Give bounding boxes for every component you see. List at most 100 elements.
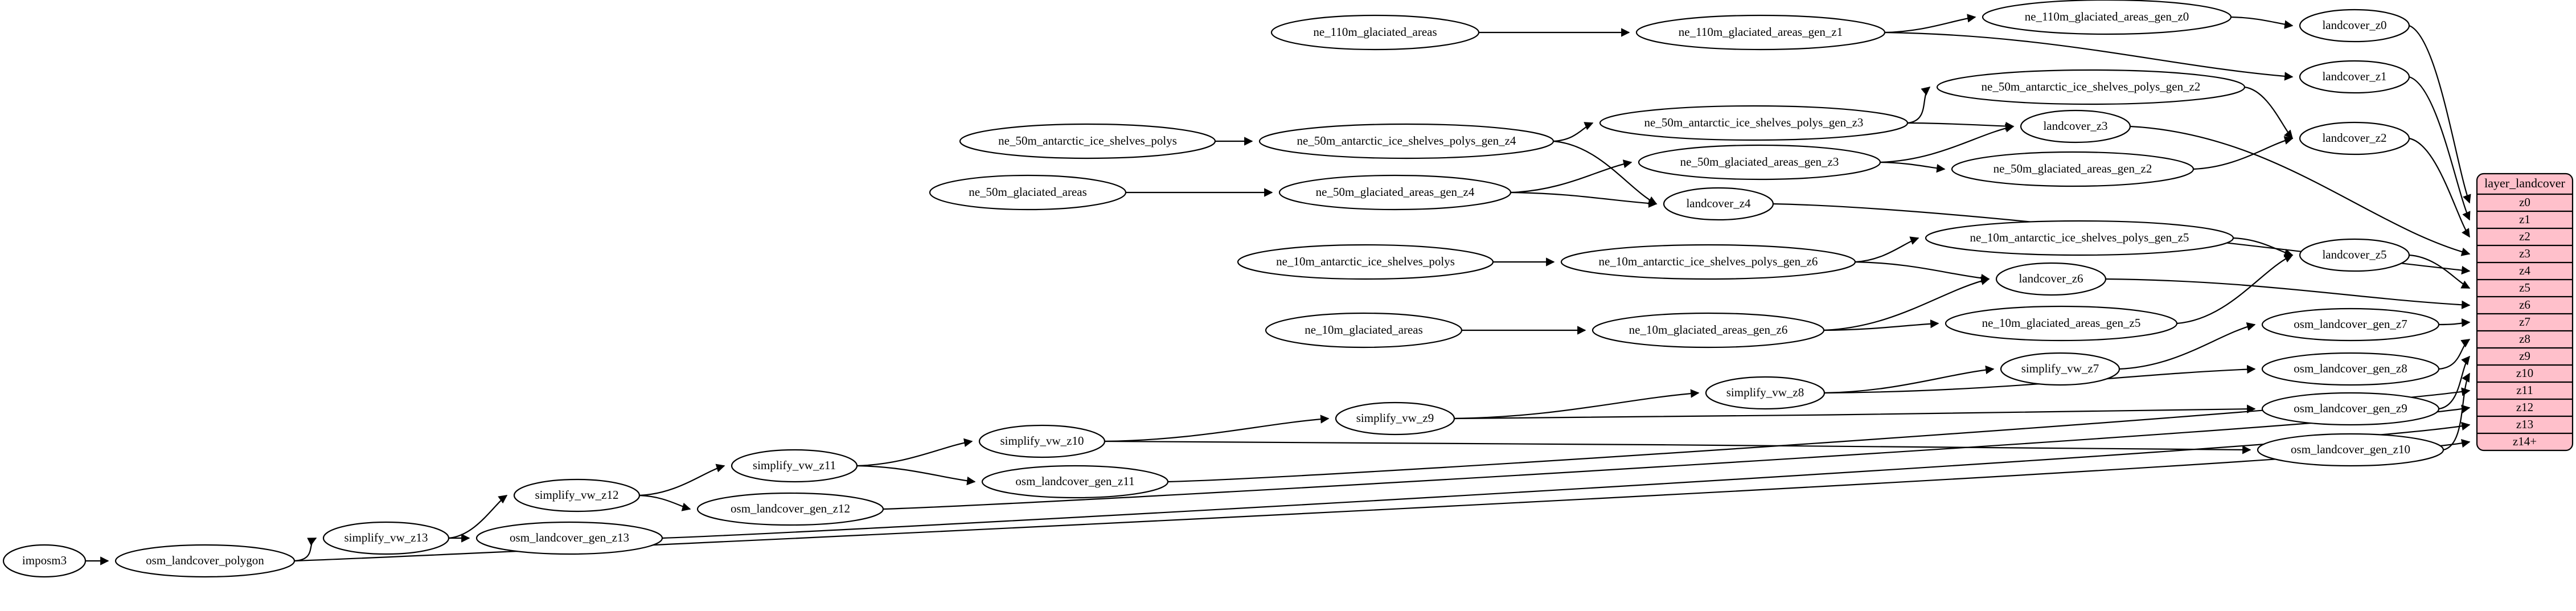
- node-osm_landcover_polygon[interactable]: osm_landcover_polygon: [114, 544, 296, 578]
- record-node-layer-landcover[interactable]: layer_landcover z0 z1 z2 z3 z4 z5 z6 z7 z8 z9 z10 z1…: [2476, 173, 2574, 452]
- node-label: landcover_z5: [2322, 248, 2386, 261]
- record-cell-z11[interactable]: z11: [2516, 383, 2533, 397]
- node-simplify_vw_z8[interactable]: simplify_vw_z8: [1705, 376, 1826, 410]
- record-cell-z4[interactable]: z4: [2519, 264, 2530, 277]
- edge-ne_10m_antarctic_ice_shelves_polys_gen_z5--to--landcover_z5: [2233, 237, 2294, 257]
- node-shape: [959, 123, 1216, 159]
- node-shape: [1335, 401, 1455, 436]
- edge-simplify_vw_z11--to--osm_landcover_gen_z11: [856, 465, 976, 486]
- record-cell-z6[interactable]: z6: [2519, 298, 2530, 311]
- record-cell-z12[interactable]: z12: [2516, 400, 2533, 414]
- edge-landcover_z0--to--layer_landcover_z0: [2409, 24, 2471, 204]
- node-simplify_vw_z13[interactable]: simplify_vw_z13: [322, 521, 450, 555]
- node-landcover_z4[interactable]: landcover_z4: [1663, 187, 1774, 221]
- node-simplify_vw_z10[interactable]: simplify_vw_z10: [978, 424, 1106, 458]
- record-cell-z7[interactable]: z7: [2519, 315, 2530, 329]
- edge-ne_110m_glaciated_areas_gen_z1--to--landcover_z1: [1884, 31, 2294, 81]
- node-imposm3[interactable]: imposm3: [2, 544, 87, 578]
- node-ne_10m_glaciated_areas[interactable]: ne_10m_glaciated_areas: [1265, 312, 1463, 348]
- node-label: osm_landcover_polygon: [146, 553, 264, 567]
- node-shape: [1560, 244, 1856, 280]
- record-node-layer: layer_landcover z0 z1 z2 z3 z4 z5 z6 z7 z8 z9 z10 z1…: [2476, 173, 2574, 452]
- node-ne_10m_glaciated_areas_gen_z6[interactable]: ne_10m_glaciated_areas_gen_z6: [1591, 312, 1825, 348]
- node-simplify_vw_z12[interactable]: simplify_vw_z12: [513, 478, 641, 512]
- node-landcover_z5[interactable]: landcover_z5: [2299, 238, 2410, 272]
- node-ne_50m_glaciated_areas[interactable]: ne_50m_glaciated_areas: [929, 174, 1127, 211]
- node-landcover_z1[interactable]: landcover_z1: [2299, 60, 2410, 94]
- record-cell-z10[interactable]: z10: [2516, 366, 2533, 380]
- edge-simplify_vw_z11--to--simplify_vw_z10: [856, 438, 973, 467]
- node-shape: [2261, 307, 2440, 342]
- node-label: ne_50m_glaciated_areas_gen_z4: [1316, 185, 1475, 199]
- record-title: layer_landcover: [2484, 176, 2565, 190]
- node-ne_110m_glaciated_areas_gen_z1[interactable]: ne_110m_glaciated_areas_gen_z1: [1635, 14, 1886, 51]
- node-ne_50m_glaciated_areas_gen_z3[interactable]: ne_50m_glaciated_areas_gen_z3: [1638, 144, 1881, 181]
- node-label: ne_10m_antarctic_ice_shelves_polys: [1276, 255, 1455, 268]
- node-shape: [322, 521, 450, 555]
- edge-landcover_z3--to--layer_landcover_z3: [2130, 125, 2471, 256]
- edge-ne_50m_antarctic_ice_shelves_polys_gen_z3--to--landcover_z3: [1907, 121, 2015, 131]
- edge-simplify_vw_z9--to--simplify_vw_z8: [1454, 389, 1700, 420]
- node-shape: [1258, 123, 1554, 159]
- node-label: imposm3: [22, 553, 67, 567]
- node-osm_landcover_gen_z8[interactable]: osm_landcover_gen_z8: [2261, 352, 2440, 386]
- node-shape: [978, 424, 1106, 458]
- edge-ne_50m_glaciated_areas_gen_z3--to--ne_50m_glaciated_areas_gen_z2: [1880, 161, 1946, 173]
- record-cell-z9[interactable]: z9: [2519, 349, 2530, 363]
- record-cell-z3[interactable]: z3: [2519, 247, 2530, 260]
- node-osm_landcover_gen_z9[interactable]: osm_landcover_gen_z9: [2261, 392, 2440, 426]
- node-osm_landcover_gen_z10[interactable]: osm_landcover_gen_z10: [2257, 433, 2444, 467]
- record-cell-z2[interactable]: z2: [2519, 229, 2530, 243]
- record-cell-z13[interactable]: z13: [2516, 417, 2533, 431]
- node-osm_landcover_gen_z7[interactable]: osm_landcover_gen_z7: [2261, 307, 2440, 342]
- node-label: ne_10m_antarctic_ice_shelves_polys_gen_z…: [1599, 255, 1818, 268]
- node-osm_landcover_gen_z13[interactable]: osm_landcover_gen_z13: [475, 521, 663, 555]
- node-landcover_z2[interactable]: landcover_z2: [2299, 121, 2410, 155]
- node-ne_110m_glaciated_areas_gen_z0[interactable]: ne_110m_glaciated_areas_gen_z0: [1982, 0, 2232, 35]
- node-ne_50m_glaciated_areas_gen_z4[interactable]: ne_50m_glaciated_areas_gen_z4: [1278, 174, 1512, 211]
- node-shape: [1265, 312, 1463, 348]
- node-label: simplify_vw_z7: [2021, 362, 2099, 375]
- node-osm_landcover_gen_z11[interactable]: osm_landcover_gen_z11: [981, 465, 1169, 499]
- record-cell-z8[interactable]: z8: [2519, 332, 2530, 346]
- node-label: landcover_z3: [2043, 119, 2107, 133]
- node-label: ne_110m_glaciated_areas_gen_z1: [1679, 25, 1843, 39]
- node-landcover_z3[interactable]: landcover_z3: [2020, 109, 2131, 143]
- edge-ne_50m_antarctic_ice_shelves_polys_gen_z4--to--landcover_z4: [1553, 140, 1658, 204]
- node-ne_110m_glaciated_areas[interactable]: ne_110m_glaciated_areas: [1270, 14, 1480, 51]
- record-cell-z0[interactable]: z0: [2519, 195, 2530, 209]
- record-cell-z14plus[interactable]: z14+: [2513, 434, 2537, 448]
- edge-ne_50m_glaciated_areas_gen_z4--to--ne_50m_glaciated_areas_gen_z3: [1510, 159, 1632, 194]
- node-ne_10m_antarctic_ice_shelves_polys_gen_z5[interactable]: ne_10m_antarctic_ice_shelves_polys_gen_z…: [1925, 220, 2234, 256]
- edges-layer: [85, 14, 2471, 565]
- node-ne_10m_antarctic_ice_shelves_polys_gen_z6[interactable]: ne_10m_antarctic_ice_shelves_polys_gen_z…: [1560, 244, 1856, 280]
- node-shape: [929, 174, 1127, 211]
- record-cell-z1[interactable]: z1: [2519, 212, 2530, 226]
- node-simplify_vw_z11[interactable]: simplify_vw_z11: [731, 449, 858, 483]
- edge-simplify_vw_z10--to--simplify_vw_z9: [1104, 415, 1330, 442]
- node-landcover_z0[interactable]: landcover_z0: [2299, 9, 2410, 43]
- node-osm_landcover_gen_z12[interactable]: osm_landcover_gen_z12: [696, 492, 884, 526]
- node-ne_50m_antarctic_ice_shelves_polys[interactable]: ne_50m_antarctic_ice_shelves_polys: [959, 123, 1216, 159]
- node-label: simplify_vw_z8: [1726, 386, 1804, 399]
- node-simplify_vw_z7[interactable]: simplify_vw_z7: [2000, 352, 2120, 386]
- node-simplify_vw_z9[interactable]: simplify_vw_z9: [1335, 401, 1455, 436]
- node-shape: [114, 544, 296, 578]
- node-shape: [2299, 238, 2410, 272]
- node-label: ne_110m_glaciated_areas: [1313, 25, 1437, 39]
- edge-landcover_z1--to--layer_landcover_z1: [2409, 76, 2471, 221]
- node-ne_50m_antarctic_ice_shelves_polys_gen_z2[interactable]: ne_50m_antarctic_ice_shelves_polys_gen_z…: [1936, 69, 2246, 105]
- node-ne_10m_glaciated_areas_gen_z5[interactable]: ne_10m_glaciated_areas_gen_z5: [1945, 305, 2178, 342]
- node-label: ne_50m_antarctic_ice_shelves_polys_gen_z…: [1644, 116, 1864, 129]
- node-label: landcover_z0: [2322, 18, 2386, 32]
- edge-simplify_vw_z12--to--simplify_vw_z11: [639, 464, 725, 497]
- node-ne_50m_antarctic_ice_shelves_polys_gen_z3[interactable]: ne_50m_antarctic_ice_shelves_polys_gen_z…: [1599, 105, 1909, 141]
- node-ne_50m_antarctic_ice_shelves_polys_gen_z4[interactable]: ne_50m_antarctic_ice_shelves_polys_gen_z…: [1258, 123, 1554, 159]
- node-label: osm_landcover_gen_z10: [2291, 442, 2410, 456]
- node-ne_10m_antarctic_ice_shelves_polys[interactable]: ne_10m_antarctic_ice_shelves_polys: [1237, 244, 1494, 280]
- node-label: simplify_vw_z9: [1356, 411, 1434, 425]
- record-cell-z5[interactable]: z5: [2519, 281, 2530, 294]
- node-ne_50m_glaciated_areas_gen_z2[interactable]: ne_50m_glaciated_areas_gen_z2: [1951, 151, 2194, 187]
- edge-osm_landcover_polygon--to--simplify_vw_z13: [294, 538, 317, 562]
- node-landcover_z6[interactable]: landcover_z6: [1995, 262, 2107, 296]
